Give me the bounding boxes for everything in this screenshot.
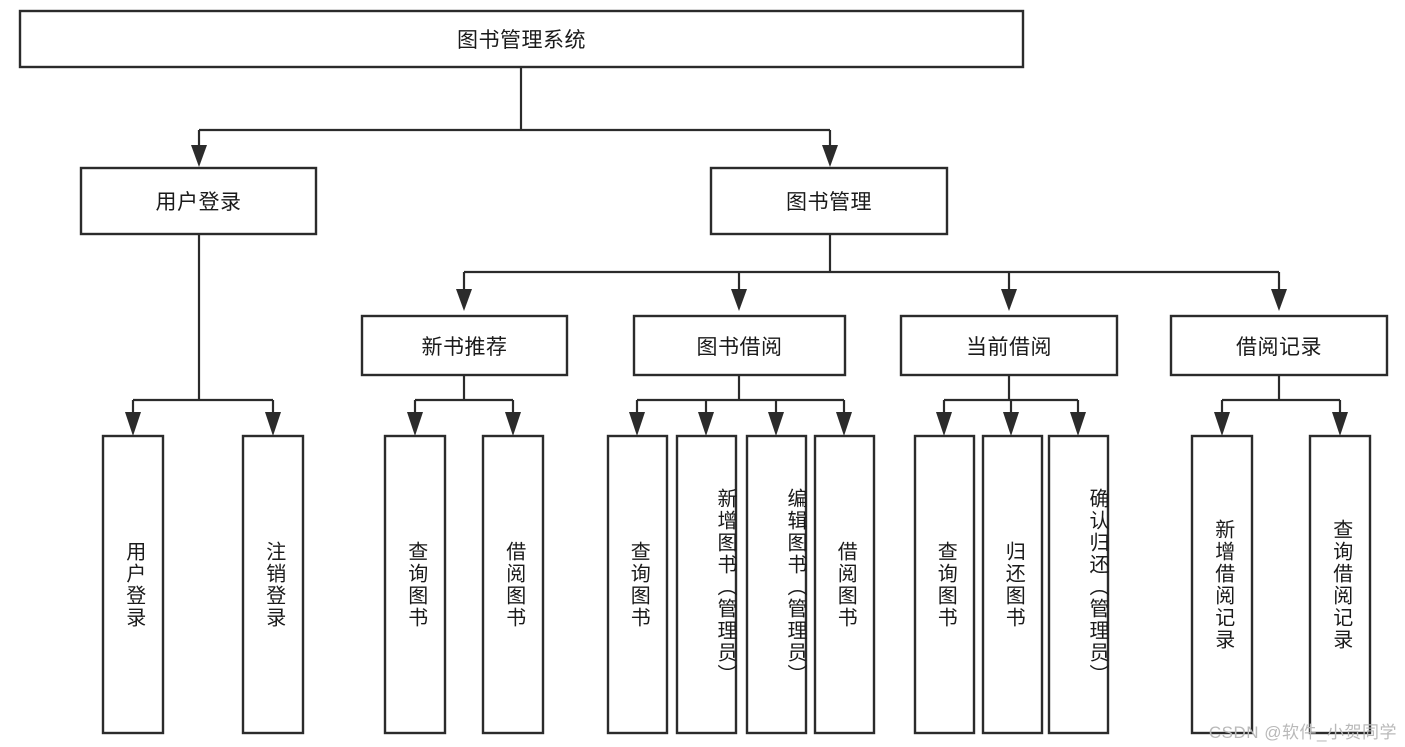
leaf-box-book-borrow-3[interactable]	[813, 434, 876, 735]
connector-newbook-to-leaves	[407, 375, 521, 436]
connector-borrowrecord-to-leaves	[1214, 375, 1348, 436]
connector-root-to-level2	[191, 67, 838, 167]
connector-userlogin-to-leaves	[125, 234, 281, 436]
watermark-text: CSDN @软件_小贺同学	[1208, 723, 1397, 742]
node-box-user-login[interactable]	[79, 166, 318, 236]
node-box-new-book-recommend[interactable]	[360, 314, 569, 377]
node-box-root[interactable]	[18, 9, 1025, 69]
leaf-box-current-borrow-2[interactable]	[1047, 434, 1110, 735]
leaf-box-user-login-1[interactable]	[241, 434, 305, 735]
leaf-box-current-borrow-0[interactable]	[913, 434, 976, 735]
leaf-box-book-borrow-0[interactable]	[606, 434, 669, 735]
connector-bookmgmt-to-level3	[456, 234, 1287, 311]
connector-currentborrow-to-leaves	[936, 375, 1086, 436]
leaf-box-user-login-0[interactable]	[101, 434, 165, 735]
leaf-box-book-borrow-2[interactable]	[745, 434, 808, 735]
leaf-box-book-borrow-1[interactable]	[675, 434, 738, 735]
connector-bookborrow-to-leaves	[629, 375, 852, 436]
node-box-book-management[interactable]	[709, 166, 949, 236]
leaf-box-new-book-1[interactable]	[481, 434, 545, 735]
node-box-current-borrow[interactable]	[899, 314, 1119, 377]
node-box-borrow-record[interactable]	[1169, 314, 1389, 377]
leaf-box-new-book-0[interactable]	[383, 434, 447, 735]
leaf-box-current-borrow-1[interactable]	[981, 434, 1044, 735]
leaf-box-borrow-record-0[interactable]	[1190, 434, 1254, 735]
node-box-book-borrow[interactable]	[632, 314, 847, 377]
leaf-box-borrow-record-1[interactable]	[1308, 434, 1372, 735]
